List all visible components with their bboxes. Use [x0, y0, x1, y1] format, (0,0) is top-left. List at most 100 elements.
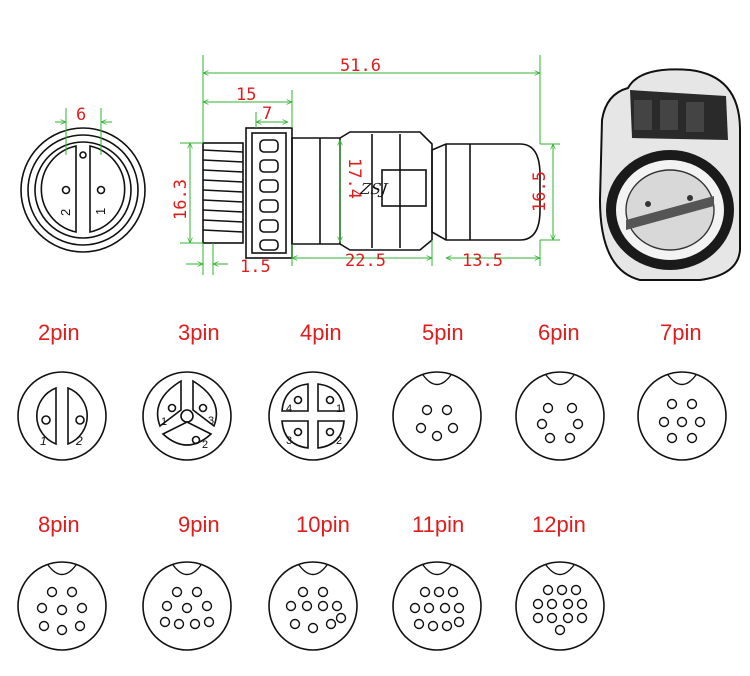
variant-label-7pin: 7pin: [660, 320, 702, 345]
pin-hole: [76, 602, 88, 614]
pin-variant-6pin: [515, 371, 605, 461]
keying-notch: [422, 374, 452, 386]
pin-hole: [431, 430, 443, 442]
pin-variant-3pin: 1 3 2: [142, 371, 232, 461]
variant-label-12pin: 12pin: [532, 512, 586, 537]
pin-hole: [56, 604, 68, 616]
pin-hole: [439, 602, 451, 614]
pin-hole: [413, 618, 425, 630]
pin-hole: [56, 624, 68, 636]
pin-hole: [453, 616, 465, 628]
pin-hole: [203, 616, 215, 628]
pin-hole: [542, 402, 554, 414]
connector-outline: [392, 371, 482, 461]
pin-hole: [423, 602, 435, 614]
pin-hole: [181, 602, 193, 614]
variant-label-9pin: 9pin: [178, 512, 220, 537]
pin-hole: [38, 620, 50, 632]
face-pin-label: 2: [58, 209, 73, 216]
pin-variant-12pin: [515, 561, 605, 651]
keying-notch: [545, 564, 575, 576]
pin-hole: [285, 600, 297, 612]
pin-variant-9pin: [142, 561, 232, 651]
pin-hole: [419, 586, 431, 598]
variant-label-2pin: 2pin: [38, 320, 80, 345]
keying-notch: [298, 564, 328, 576]
cap-length-dimension: 13.5: [462, 251, 503, 271]
ring-width-dimension: 7: [262, 104, 272, 124]
keying-notch: [667, 374, 697, 386]
pin-hole: [301, 600, 313, 612]
variant-label-3pin: 3pin: [178, 320, 220, 345]
pin-hole: [307, 622, 319, 634]
pin-hole: [658, 416, 670, 428]
pin-hole: [666, 432, 678, 444]
pin-variant-10pin: [268, 561, 358, 651]
variant-label-8pin: 8pin: [38, 512, 80, 537]
pin-hole: [441, 404, 453, 416]
pin-hole: [554, 624, 566, 636]
variant-label-11pin: 11pin: [412, 512, 465, 537]
pin-hole: [46, 586, 58, 598]
pin-number: 2: [75, 434, 83, 448]
pin-hole: [447, 586, 459, 598]
overall-length-dimension: 51.6: [340, 56, 381, 76]
pin-hole: [159, 616, 171, 628]
pin-hole: [325, 618, 337, 630]
pin-hole: [556, 584, 568, 596]
pin-hole: [686, 398, 698, 410]
pin-hole: [686, 432, 698, 444]
body-diameter-dimension: 17.4: [344, 158, 364, 199]
pin-hole: [171, 586, 183, 598]
pin-number: 2: [336, 435, 342, 447]
connector-outline: [637, 371, 727, 461]
pin-hole: [572, 418, 584, 430]
pin-variant-11pin: [392, 561, 482, 651]
pin-hole: [676, 416, 688, 428]
pin-hole: [441, 620, 453, 632]
pin-hole: [427, 620, 439, 632]
cap-diameter-dimension: 16.5: [530, 171, 550, 212]
pin-variant-8pin: [17, 561, 107, 651]
face-pin-label: 1: [93, 208, 108, 215]
pin-hole: [335, 612, 347, 624]
pin-hole: [666, 398, 678, 410]
pin-hole: [331, 600, 343, 612]
pin-number: 1: [336, 403, 342, 415]
pin-hole: [421, 404, 433, 416]
variant-label-4pin: 4pin: [300, 320, 342, 345]
pin-variant-7pin: [637, 371, 727, 461]
pin-variant-4pin: 4 1 3 2: [268, 371, 358, 461]
keying-notch: [172, 564, 202, 576]
pin-hole: [173, 618, 185, 630]
pin-number: 3: [208, 415, 214, 427]
side-profile-view: ZSJ 51.6 15 7 16.3 17.4 16.5 1.5: [171, 55, 560, 277]
pin-variant-5pin: [392, 371, 482, 461]
pin-hole: [566, 402, 578, 414]
pin-hole: [542, 584, 554, 596]
pin-hole: [564, 432, 576, 444]
variant-label-10pin: 10pin: [296, 512, 350, 537]
pin-number: 1: [161, 416, 167, 428]
pin-hole: [562, 612, 574, 624]
pin-hole: [576, 598, 588, 610]
pin-hole: [544, 432, 556, 444]
pin-hole: [201, 600, 213, 612]
front-section-dimension: 15: [236, 85, 256, 105]
connector-outline: [515, 371, 605, 461]
pin-number: 4: [286, 403, 292, 415]
pin-hole: [409, 602, 421, 614]
connector-outline: [17, 561, 107, 651]
thread-diameter-dimension: 16.3: [171, 179, 191, 220]
brand-logo: ZSJ: [358, 180, 389, 198]
keying-notch: [422, 564, 452, 576]
keying-notch: [47, 564, 77, 576]
pin-hole: [562, 598, 574, 610]
pin-hole: [36, 602, 48, 614]
variant-label-5pin: 5pin: [422, 320, 464, 345]
connector-outline: [142, 561, 232, 651]
pin-hole: [317, 586, 329, 598]
pin-hole: [546, 612, 558, 624]
connector-outline: [515, 561, 605, 651]
pin-hole: [74, 620, 86, 632]
